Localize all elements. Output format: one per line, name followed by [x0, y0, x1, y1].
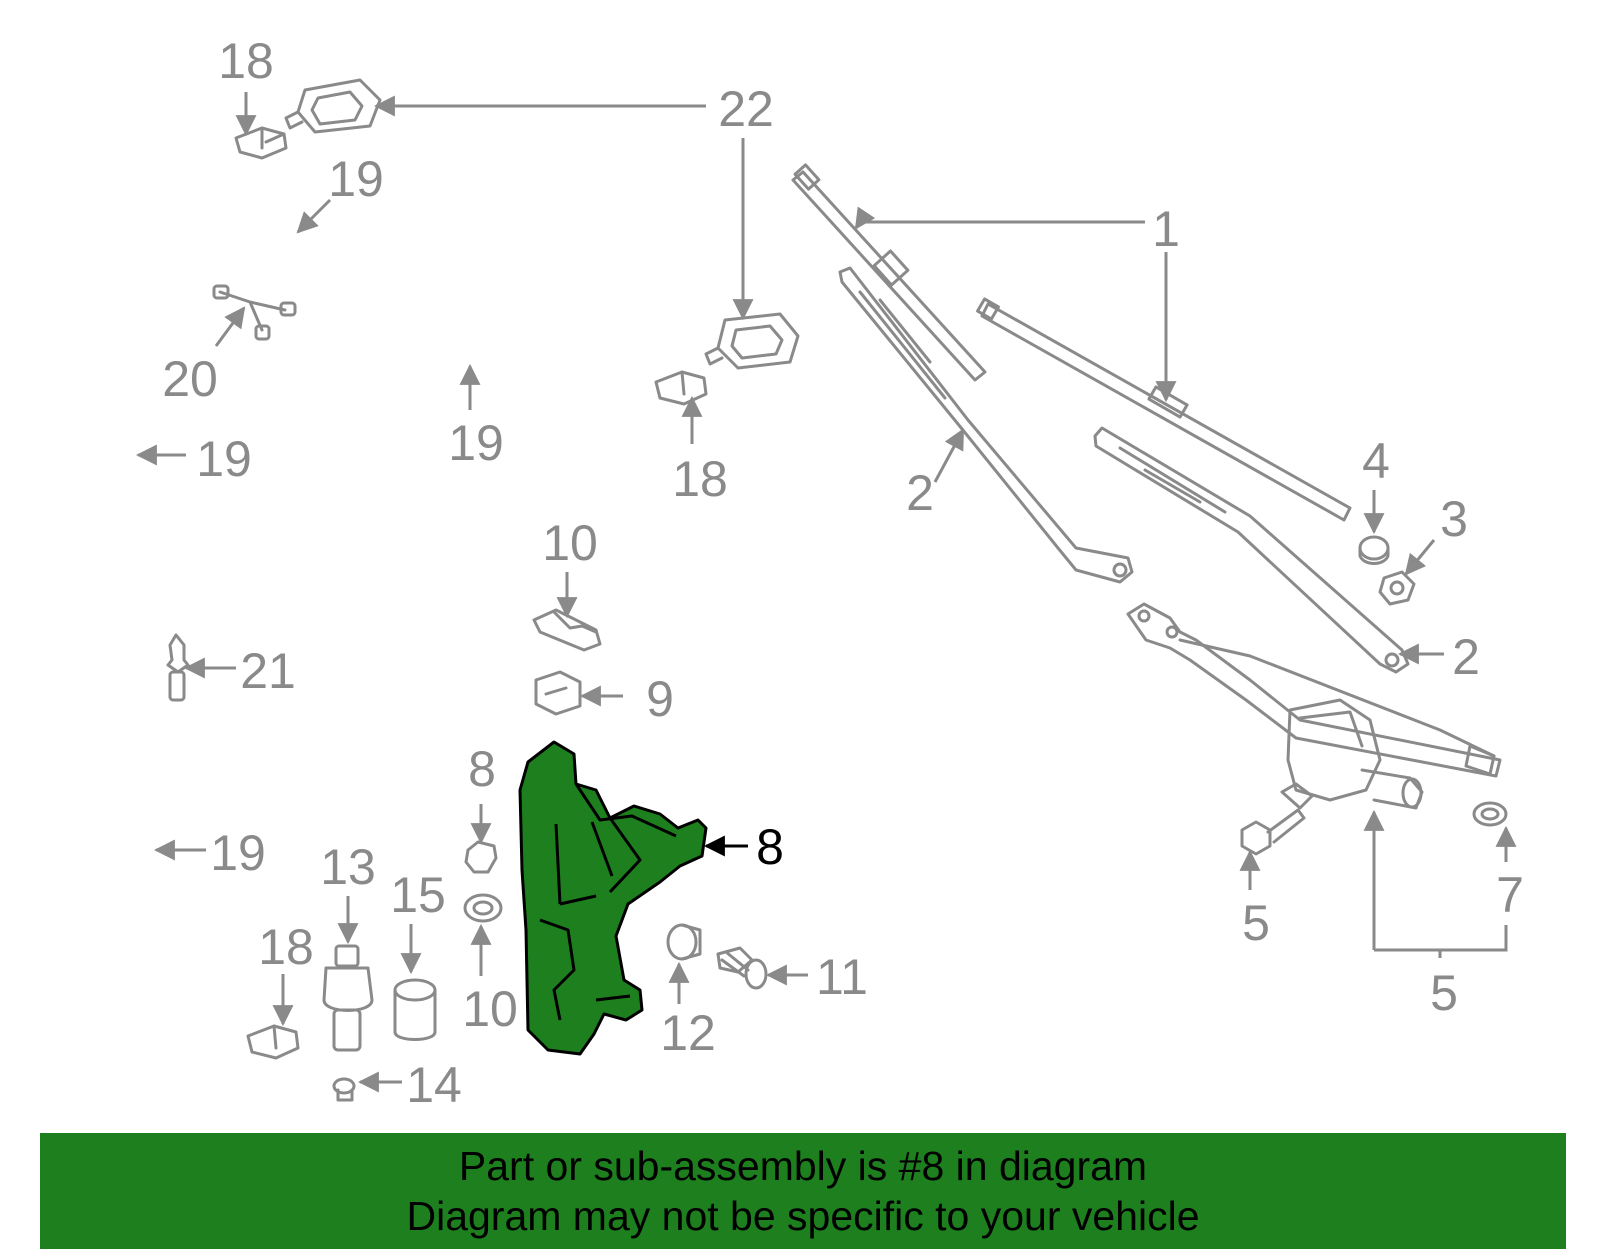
sensor-part-13: [716, 946, 768, 990]
hose-left-lower: [89, 677, 227, 1025]
callout-3: 3: [1440, 491, 1468, 547]
callout-4: 4: [1362, 433, 1390, 489]
y-connector-part: [212, 284, 297, 341]
callout-labels: 18 22 19 1 20 19 18 19 4 2 3 10 2 21 9 8…: [162, 33, 1524, 1113]
info-banner: Part or sub-assembly is #8 in diagram Di…: [40, 1133, 1566, 1249]
callout-10: 10: [462, 981, 518, 1037]
callout-15: 13: [320, 839, 376, 895]
clip-upper-part: [234, 126, 288, 160]
clip-lower-part: [246, 1024, 300, 1060]
callout-20: 20: [162, 351, 218, 407]
callout-8-highlighted: 8: [756, 819, 784, 875]
grommet-part-10: [463, 893, 503, 923]
callout-14: 12: [660, 1005, 716, 1061]
check-valve-part: [166, 633, 190, 702]
callout-21: 21: [240, 643, 296, 699]
callout-1: 1: [1152, 201, 1180, 257]
callout-2: 2: [906, 465, 934, 521]
hose-left-long: [93, 243, 190, 630]
clip-middle-part: [654, 370, 708, 406]
callout-19: 19: [196, 431, 252, 487]
seal-part-16: [332, 1077, 356, 1102]
pump-part-15: [322, 944, 374, 1052]
cap-part: [1358, 535, 1390, 565]
washer-reservoir-part: [518, 740, 708, 1056]
grommet-part: [1472, 801, 1508, 827]
hose-middle: [288, 331, 640, 418]
callout-13: 11: [816, 949, 868, 1005]
bolt-part: [1240, 808, 1306, 856]
nozzle-upper-part: [284, 78, 382, 134]
callout-19: 19: [210, 825, 266, 881]
callout-18: 18: [672, 451, 728, 507]
callout-2: 2: [1452, 629, 1480, 685]
hose-upper-left: [120, 86, 396, 335]
nut-part: [1378, 570, 1416, 606]
banner-line-part-number: Part or sub-assembly is #8 in diagram: [458, 1143, 1148, 1189]
wiper-arm-left-part: [838, 266, 1134, 584]
bracket-part-11: [534, 670, 582, 716]
wiper-blade-left-part: [791, 163, 987, 382]
leader-lines: [135, 92, 1517, 1093]
callout-16: 14: [406, 1057, 462, 1113]
callout-17: 15: [390, 867, 446, 923]
callout-9: 8: [468, 741, 496, 797]
callout-12: 10: [542, 515, 598, 571]
callout-6: 5: [1242, 895, 1270, 951]
grommet-part-17: [393, 978, 437, 1041]
callout-19: 19: [328, 151, 384, 207]
callout-22: 22: [718, 81, 774, 137]
callout-7: 7: [1496, 867, 1524, 923]
banner-line-disclaimer: Diagram may not be specific to your vehi…: [406, 1193, 1200, 1239]
cap-part-14: [666, 923, 702, 961]
nut-part-9: [464, 840, 498, 874]
callout-18: 18: [258, 919, 314, 975]
callout-11: 9: [646, 671, 674, 727]
nozzle-lower-part: [704, 312, 800, 370]
clip-part-12: [532, 608, 602, 652]
callout-5: 5: [1430, 965, 1458, 1021]
callout-18: 18: [218, 33, 274, 89]
wiper-linkage-part: [1126, 602, 1502, 810]
callout-19: 19: [448, 415, 504, 471]
